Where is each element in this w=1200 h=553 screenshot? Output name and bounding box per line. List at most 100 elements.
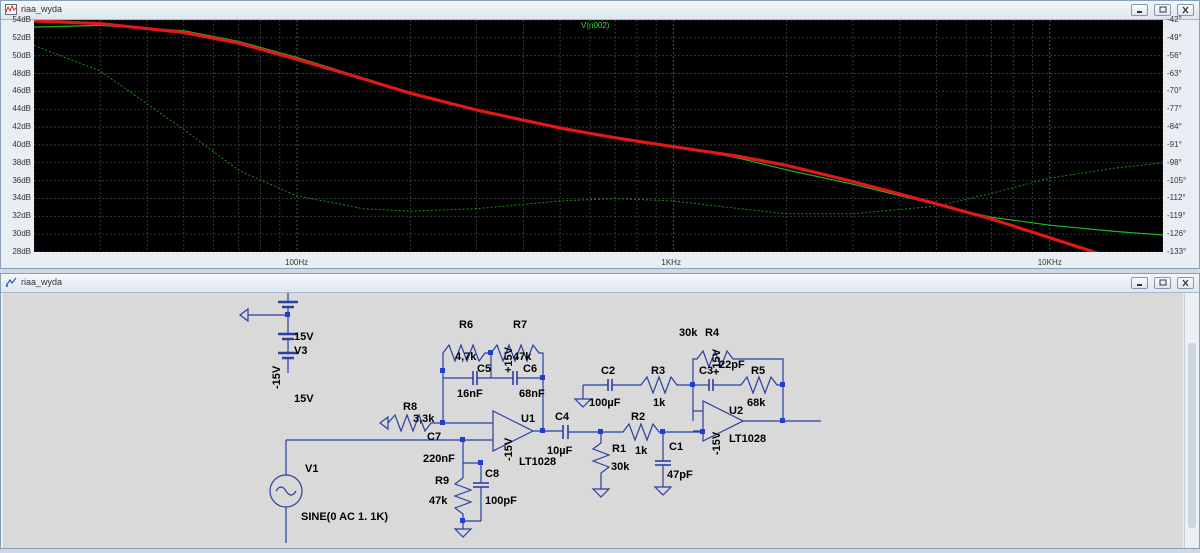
feedback-network-u1[interactable]: [442, 343, 544, 423]
y-left-tick-label: 34dB: [12, 193, 31, 203]
v3-bottom-value-label[interactable]: 15V: [294, 393, 314, 405]
r1-resistor[interactable]: [591, 432, 611, 498]
y-right-tick-label: -42°: [1167, 15, 1182, 24]
r2-value-label[interactable]: 1k: [635, 445, 648, 457]
c4-name-label[interactable]: C4: [555, 411, 570, 423]
r5-name-label[interactable]: R5: [751, 365, 766, 377]
u2-part-label[interactable]: LT1028: [729, 433, 767, 445]
y-left-tick-label: 44dB: [12, 104, 31, 114]
y-left-tick-label: 30dB: [12, 229, 31, 239]
r1-name-label[interactable]: R1: [612, 443, 627, 455]
u2-name-label[interactable]: U2: [729, 405, 744, 417]
r2-resistor[interactable]: [601, 422, 703, 442]
u1-pos-label[interactable]: +15V: [503, 347, 515, 373]
schematic-window-title: riaa_wyda: [21, 277, 63, 287]
y-left-tick-label: 54dB: [12, 15, 31, 24]
minimize-icon: [1137, 284, 1142, 286]
close-button[interactable]: [1177, 277, 1194, 289]
c1-capacitor[interactable]: [653, 432, 673, 496]
r4-value-label[interactable]: 30k: [679, 327, 698, 339]
y-right-tick-label: -98°: [1167, 157, 1182, 167]
restore-icon: [1159, 279, 1167, 286]
c2-r3-branch[interactable]: [573, 375, 693, 408]
c4-capacitor[interactable]: [562, 425, 601, 439]
r4-name-label[interactable]: R4: [705, 327, 720, 339]
r1-value-label[interactable]: 30k: [611, 461, 630, 473]
bode-plot: [33, 19, 1164, 276]
minimize-icon: [1137, 11, 1142, 13]
c7-value-label[interactable]: 220nF: [423, 453, 455, 465]
y-right-tick-label: -133°: [1167, 247, 1187, 256]
r7-value-label[interactable]: 47k: [513, 351, 532, 363]
c1-value-label[interactable]: 47pF: [667, 469, 693, 481]
u1-name-label[interactable]: U1: [521, 413, 536, 425]
trace-label[interactable]: V(n002): [581, 21, 610, 30]
schematic-vertical-scrollbar[interactable]: [1184, 293, 1199, 548]
r3-value-label[interactable]: 1k: [653, 397, 666, 409]
minimize-button[interactable]: [1131, 4, 1148, 16]
v1-name-label[interactable]: V1: [305, 463, 319, 475]
y-left-tick-label: 36dB: [12, 175, 31, 185]
r6-value-label[interactable]: 4,7k: [455, 351, 477, 363]
v1-source[interactable]: [269, 439, 463, 543]
y-right-tick-label: -63°: [1167, 68, 1182, 78]
y-left-tick-label: 38dB: [12, 157, 31, 167]
c1-name-label[interactable]: C1: [669, 441, 684, 453]
c2-value-label[interactable]: 100µF: [589, 397, 621, 409]
c5-value-label[interactable]: 16nF: [457, 388, 483, 400]
restore-button[interactable]: [1154, 277, 1171, 289]
r7-name-label[interactable]: R7: [513, 319, 528, 331]
c7-name-label[interactable]: C7: [427, 431, 442, 443]
c6-value-label[interactable]: 68nF: [519, 388, 545, 400]
c8-name-label[interactable]: C8: [485, 468, 500, 480]
u1-part-label[interactable]: LT1028: [519, 456, 557, 468]
v1-value-label[interactable]: SINE(0 AC 1. 1K): [301, 511, 389, 523]
v3-battery[interactable]: [239, 293, 298, 373]
plot-window-titlebar[interactable]: riaa_wyda: [1, 1, 1199, 20]
y-left-tick-label: 50dB: [12, 50, 31, 60]
c3-value-label[interactable]: 22pF: [719, 359, 745, 371]
y-right-tick-label: -105°: [1167, 175, 1187, 185]
y-left-tick-label: 48dB: [12, 68, 31, 78]
waveform-icon: [5, 4, 17, 15]
y-right-tick-label: -77°: [1167, 104, 1182, 114]
minimize-button[interactable]: [1131, 277, 1148, 289]
neg15-left-label[interactable]: -15V: [271, 365, 283, 389]
y-right-tick-label: -91°: [1167, 139, 1182, 149]
c4-value-label[interactable]: 10µF: [547, 445, 573, 457]
y-right-tick-label: -70°: [1167, 86, 1182, 96]
x-tick-label: 10KHz: [1037, 258, 1062, 267]
y-right-tick-label: -49°: [1167, 32, 1182, 42]
v3-name-label[interactable]: V3: [294, 345, 308, 357]
feedback-network-u2[interactable]: [692, 349, 784, 421]
v3-top-value-label[interactable]: 15V: [294, 331, 314, 343]
c2-name-label[interactable]: C2: [601, 365, 616, 377]
u2-neg-label[interactable]: -15V: [711, 431, 723, 455]
plot-area[interactable]: [33, 19, 1164, 276]
u1-neg-label[interactable]: -15V: [503, 437, 515, 461]
y-right-tick-label: -126°: [1167, 229, 1187, 239]
schematic-window-titlebar[interactable]: riaa_wyda: [1, 274, 1199, 293]
u2-pos-label[interactable]: +15V: [711, 349, 723, 375]
c5-name-label[interactable]: C5: [477, 363, 492, 375]
r6-name-label[interactable]: R6: [459, 319, 474, 331]
restore-button[interactable]: [1154, 4, 1171, 16]
c8-value-label[interactable]: 100pF: [485, 495, 517, 507]
r9-name-label[interactable]: R9: [435, 475, 450, 487]
r8-resistor[interactable]: [379, 413, 443, 433]
r3-name-label[interactable]: R3: [651, 365, 666, 377]
r2-name-label[interactable]: R2: [631, 411, 646, 423]
r8-name-label[interactable]: R8: [403, 401, 418, 413]
scrollbar-thumb[interactable]: [1188, 343, 1196, 528]
r5-value-label[interactable]: 68k: [747, 397, 766, 409]
r8-value-label[interactable]: 3,3k: [413, 413, 435, 425]
c3-name-label[interactable]: C3: [699, 365, 714, 377]
y-left-tick-label: 52dB: [12, 32, 31, 42]
c6-name-label[interactable]: C6: [523, 363, 538, 375]
close-button[interactable]: [1177, 4, 1194, 16]
r9-value-label[interactable]: 47k: [429, 495, 448, 507]
y-right-tick-label: -56°: [1167, 50, 1182, 60]
y-right-tick-label: -84°: [1167, 122, 1182, 132]
